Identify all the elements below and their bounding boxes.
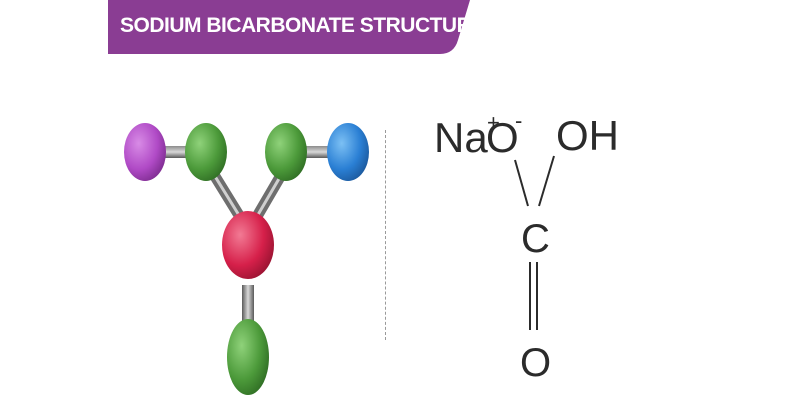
carbon-atom: [222, 211, 274, 279]
title-banner-shape: [108, 0, 470, 54]
sodium-charge: +: [487, 110, 500, 135]
hydroxyl-label: OH: [556, 112, 619, 159]
carbonyl-oxygen-label: O: [520, 341, 551, 385]
sodium-atom: [124, 123, 166, 181]
bond-c-o-bottom: [242, 285, 254, 325]
molecule-svg: [124, 123, 369, 395]
oxygen-atom-right: [265, 123, 307, 181]
hydrogen-atom: [327, 123, 369, 181]
bond-line-o-c: [514, 159, 529, 207]
title-banner: SODIUM BICARBONATE STRUCTURE: [108, 0, 485, 54]
oxygen-atom-bottom: [227, 319, 269, 395]
ball-and-stick-model: [110, 95, 380, 400]
oxygen-minus-charge: -: [515, 108, 522, 133]
oxygen-minus-label: O: [486, 114, 519, 161]
oxygen-atom-left: [185, 123, 227, 181]
bond-line-oh-c: [538, 155, 555, 207]
sodium-label: Na: [434, 114, 488, 161]
divider-line: [385, 130, 386, 340]
carbon-label: C: [521, 217, 550, 261]
page-title: SODIUM BICARBONATE STRUCTURE: [120, 14, 485, 37]
formula-svg: Na + O - OH C O: [434, 108, 619, 385]
structural-formula: Na + O - OH C O: [420, 90, 630, 395]
